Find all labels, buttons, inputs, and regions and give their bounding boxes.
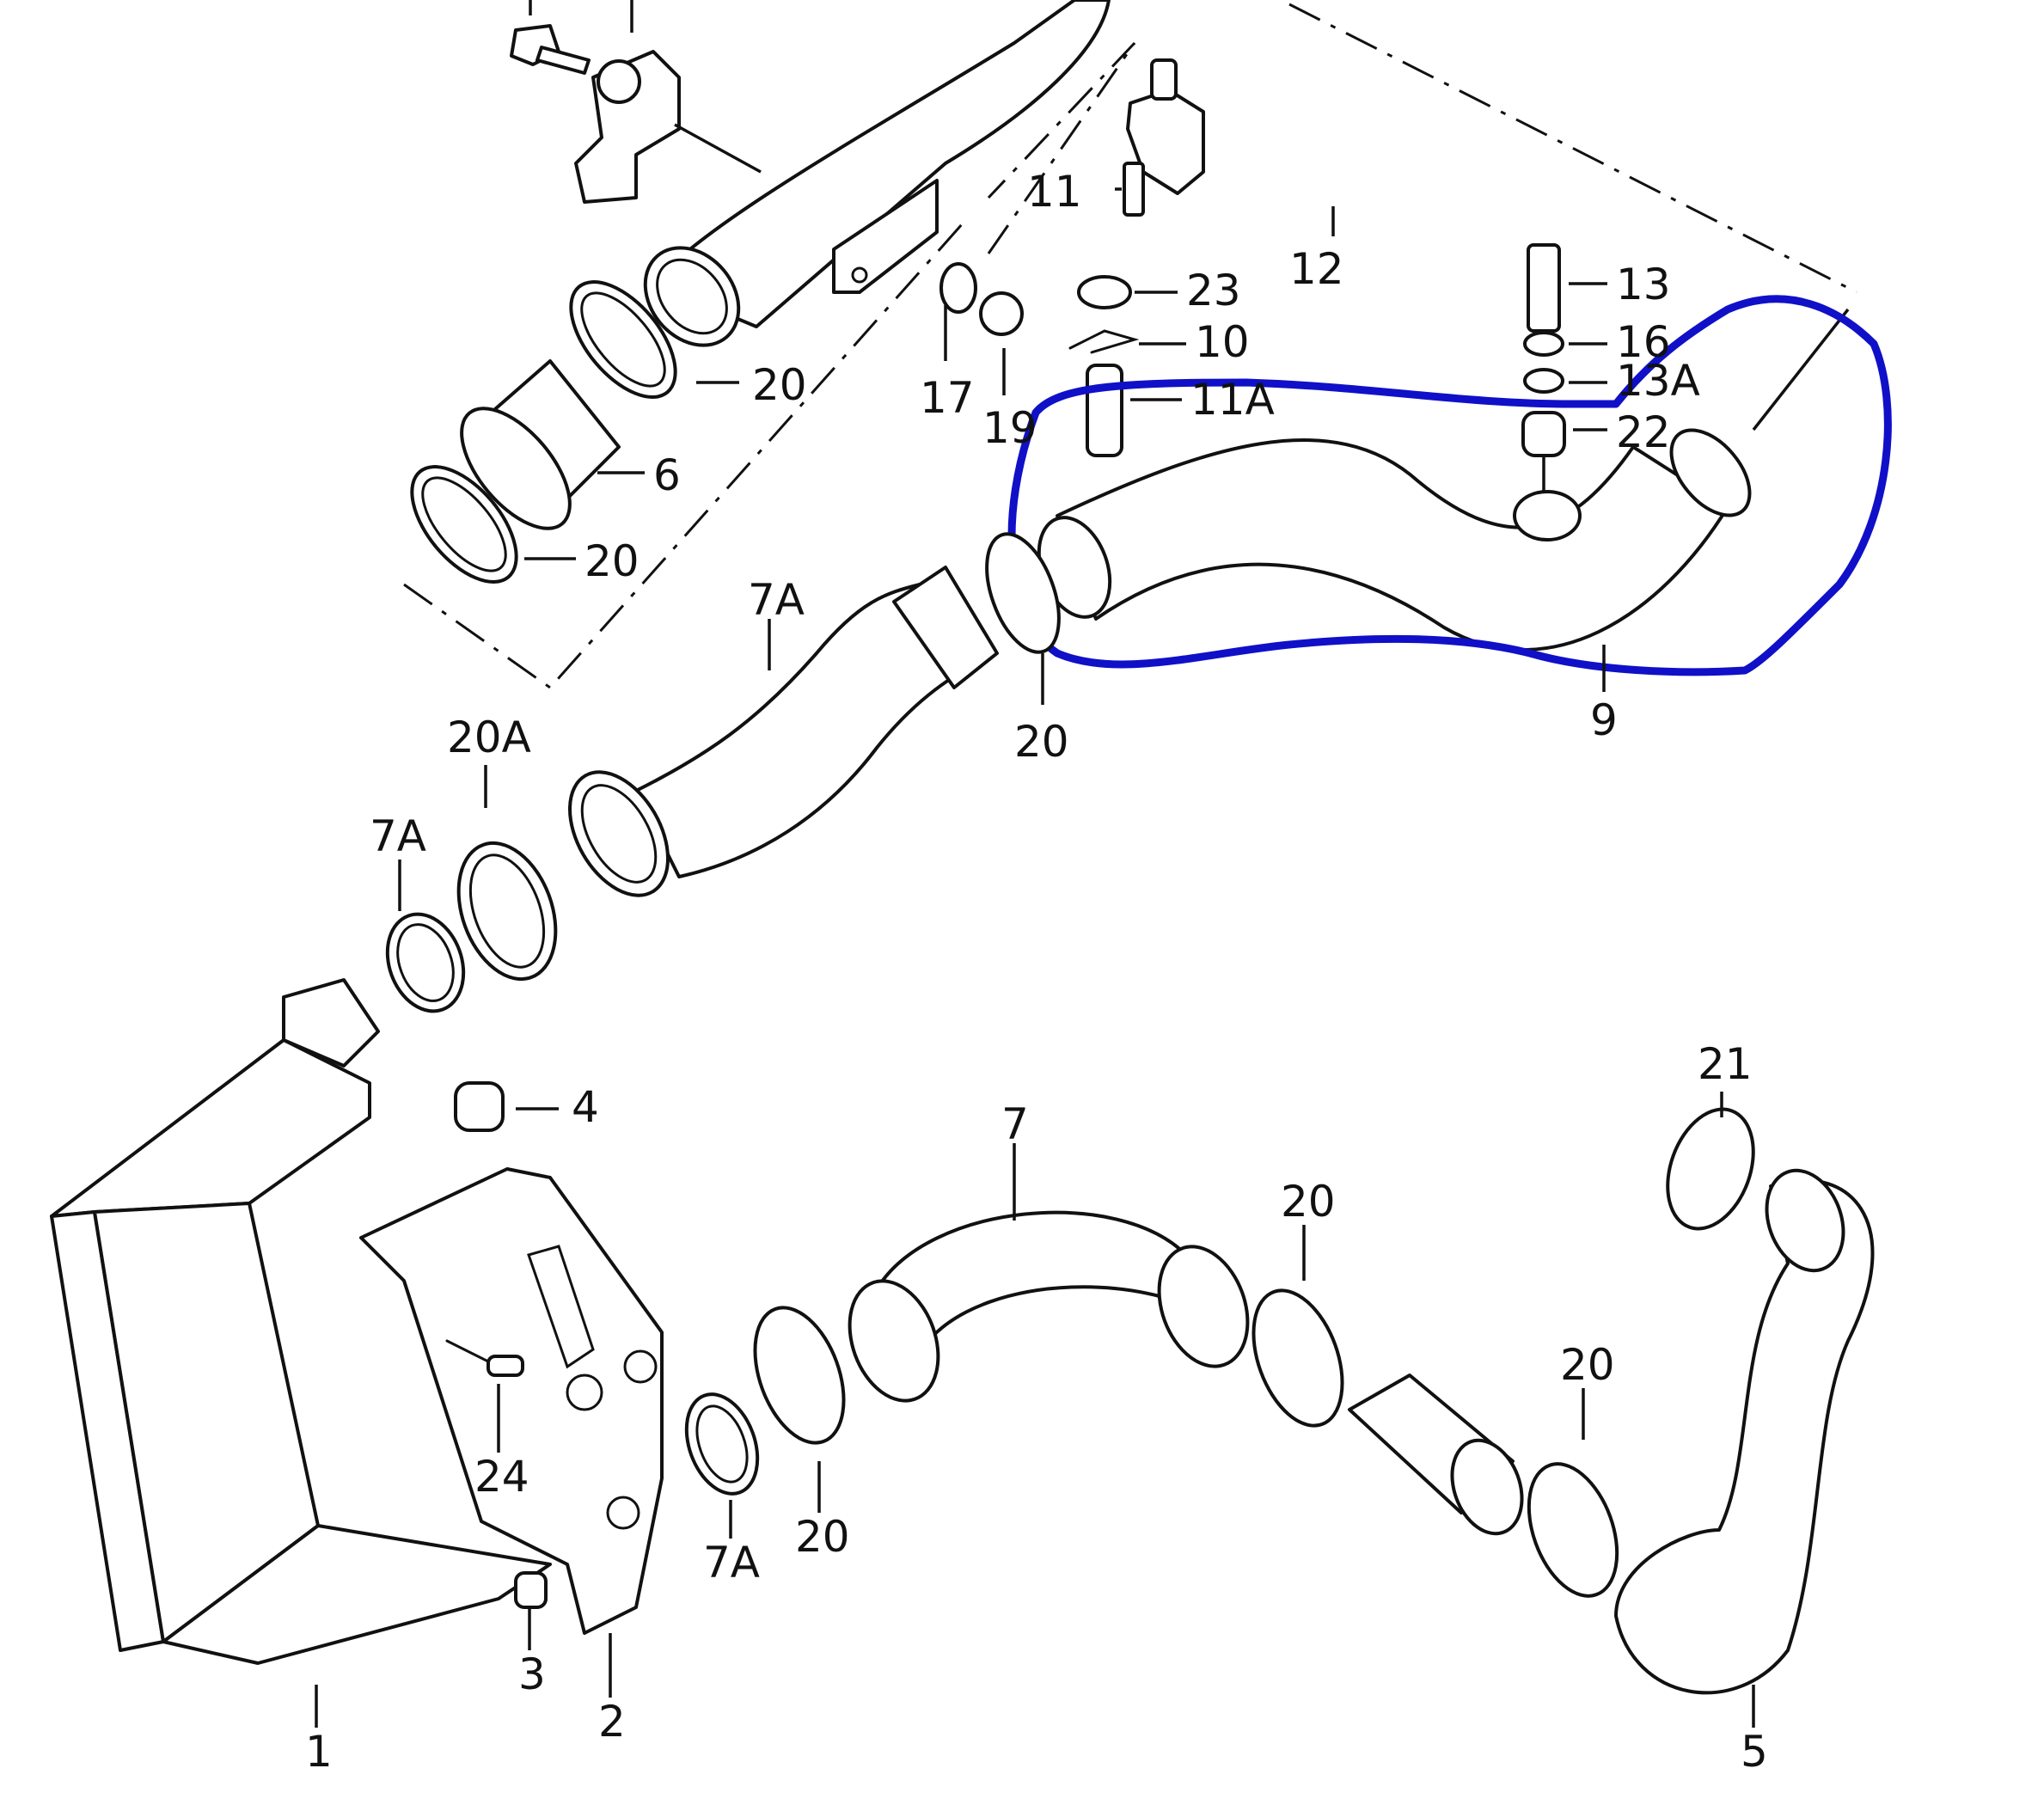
bolt-top-left [510, 0, 591, 75]
connector-pipe [1348, 1374, 1524, 1536]
callout-20-lower-1: 20 [795, 1512, 850, 1562]
hose-clamp-20-lower-3 [1527, 1462, 1619, 1598]
callout-22: 22 [1616, 407, 1671, 457]
callout-20-mid: 20 [1014, 717, 1069, 767]
callout-19: 19 [982, 403, 1037, 453]
callout-9: 9 [1590, 695, 1618, 745]
callout-10: 7A [748, 575, 805, 625]
hose-clamp-20-lower-1 [753, 1306, 846, 1445]
callout-6: 6 [653, 450, 681, 500]
callout-24: 24 [474, 1452, 529, 1502]
group-outline-right [1288, 3, 1857, 294]
callout-7a-lower: 7A [703, 1538, 760, 1588]
callout-13: 11A [1190, 375, 1275, 425]
hose-7 [848, 1210, 1250, 1403]
callout-7: 7 [1001, 1099, 1029, 1149]
callout-2: 2 [598, 1697, 626, 1747]
clip-11 [1068, 329, 1140, 354]
sensor-13 [1086, 364, 1123, 457]
callout-12: 13A [1616, 356, 1700, 406]
callout-18: 16 [1616, 317, 1671, 367]
hose-clamp-20-lower-2 [1251, 1288, 1344, 1428]
callout-labels: 20 6 20 17 19 23 10 11A 11 12 13 16 13A … [305, 167, 1768, 1777]
bracket-2 [359, 1167, 664, 1635]
hose-clamp-20a [456, 841, 558, 982]
rivet-24 [445, 1339, 524, 1377]
callout-11a: 11 [1027, 167, 1082, 217]
callout-20-lower-3: 20 [1560, 1340, 1615, 1390]
callout-13a: 12 [1289, 244, 1344, 294]
callout-20-upper-2: 20 [584, 536, 640, 586]
pressure-sensor-13a [1126, 58, 1205, 195]
hose-clamp-21 [1666, 1107, 1755, 1231]
callout-20-lower-2: 20 [1281, 1177, 1336, 1227]
solenoid-valve [574, 0, 681, 204]
callout-5: 5 [1741, 1727, 1768, 1777]
charge-air-pipe-9 [1037, 308, 1850, 652]
callout-1: 1 [305, 1727, 333, 1777]
intercooler-1 [50, 978, 552, 1665]
rubber-mount-4 [454, 1081, 505, 1132]
callout-11: 10 [1195, 317, 1250, 367]
callout-17: 17 [920, 373, 975, 423]
mount-3 [514, 1571, 548, 1609]
callout-20a: 20A [447, 713, 531, 762]
callout-4: 4 [572, 1082, 599, 1132]
group-outline-sensor [987, 41, 1136, 254]
grommet-22 [1521, 411, 1566, 457]
callout-20-upper-1: 20 [752, 360, 807, 410]
washer-18 [1523, 331, 1564, 357]
hose-clamp-upper-1 [569, 280, 677, 399]
callout-16: 13 [1616, 260, 1671, 309]
callout-3: 3 [518, 1649, 546, 1699]
o-ring-7a-lower [684, 1392, 760, 1496]
leader-lines [315, 187, 1755, 1728]
group-outline-left [403, 223, 964, 689]
seal-23 [1077, 275, 1132, 309]
nut-19 [979, 291, 1024, 336]
pressure-bracket [832, 179, 939, 294]
coupling-sleeve-6 [460, 359, 621, 530]
callout-7a-upper: 7A [370, 811, 426, 861]
hose-10 [568, 566, 999, 897]
highlight-outline-part-9 [1007, 295, 1892, 676]
upper-pressure-pipe [643, 0, 1111, 347]
hose-clamp-upper-2 [410, 465, 518, 584]
valve-leader [674, 123, 762, 174]
o-ring-7a-upper [385, 912, 466, 1013]
washer-12 [1523, 368, 1564, 394]
washer-17 [939, 262, 977, 314]
callout-23: 23 [1186, 266, 1241, 315]
hose-clamp-20-mid [985, 532, 1061, 654]
hose-5 [1614, 1168, 1875, 1695]
bolt-16 [1527, 243, 1561, 333]
bolt-11a [1123, 162, 1145, 217]
callout-21: 21 [1698, 1039, 1753, 1089]
